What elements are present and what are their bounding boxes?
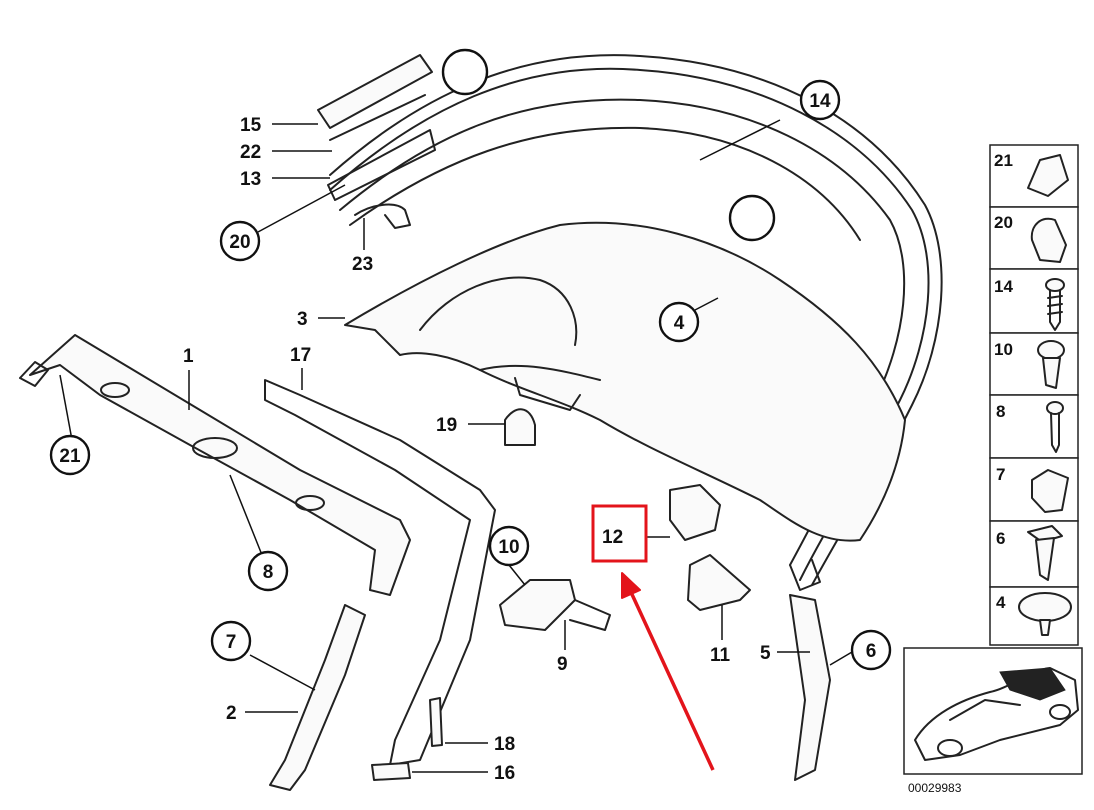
- label-23: 23: [352, 254, 373, 275]
- svg-text:14: 14: [809, 91, 831, 112]
- clip-16: [371, 762, 411, 781]
- bracket-11: [687, 554, 751, 611]
- label-18: 18: [494, 734, 515, 755]
- label-16: 16: [494, 763, 515, 784]
- legend-item-8: 8: [996, 402, 1005, 421]
- bracket-12: [669, 484, 721, 541]
- header-panel-1: [19, 334, 411, 596]
- label-19: 19: [436, 415, 457, 436]
- svg-text:10: 10: [498, 537, 519, 558]
- label-5: 5: [760, 643, 771, 664]
- callout-20: 20: [219, 220, 261, 262]
- screw-8-icon: [1046, 401, 1064, 453]
- clip-18: [429, 697, 443, 747]
- hinge-9: [499, 579, 611, 631]
- highlight-box: [591, 504, 648, 563]
- svg-text:21: 21: [59, 446, 81, 467]
- clip-7-icon: [1031, 469, 1069, 513]
- expansion-nut-10-icon: [1037, 340, 1065, 389]
- legend-item-21: 21: [994, 151, 1013, 170]
- svg-text:8: 8: [263, 562, 274, 583]
- label-22: 22: [240, 142, 261, 163]
- label-11: 11: [710, 645, 731, 666]
- catalog-number: 00029983: [908, 781, 962, 795]
- legend-item-7: 7: [996, 465, 1005, 484]
- highlight-arrow: [621, 572, 715, 771]
- legend-item-20: 20: [994, 213, 1013, 232]
- clip-20-icon: [1030, 217, 1067, 263]
- svg-text:4: 4: [674, 313, 685, 334]
- strip-parts: [317, 54, 436, 229]
- label-1: 1: [183, 346, 194, 367]
- rear-shelf-3: [344, 221, 906, 542]
- label-17: 17: [290, 345, 311, 366]
- detail-circle-check: [728, 194, 776, 242]
- svg-text:20: 20: [229, 232, 250, 253]
- callout-14: 14: [799, 79, 841, 121]
- legend-item-10: 10: [994, 340, 1013, 359]
- car-thumbnail: [903, 647, 1083, 775]
- leader-lines: [59, 119, 853, 773]
- callout-4: 4: [658, 301, 700, 343]
- legend-panel: 21 20 14 10 8 7 6 4: [989, 144, 1079, 646]
- label-9: 9: [557, 654, 568, 675]
- label-15: 15: [240, 115, 262, 136]
- screw-14-icon: [1045, 278, 1065, 331]
- trim-5: [789, 594, 831, 781]
- callout-6: 6: [850, 629, 892, 671]
- legend-item-4: 4: [996, 593, 1006, 612]
- label-2: 2: [226, 703, 237, 724]
- label-13: 13: [240, 169, 261, 190]
- svg-text:6: 6: [866, 641, 877, 662]
- legend-item-14: 14: [994, 277, 1013, 296]
- plug-4-icon: [1018, 592, 1072, 636]
- callout-21: 21: [49, 434, 91, 476]
- label-3: 3: [297, 309, 308, 330]
- bracket-19: [504, 408, 536, 446]
- label-12: 12: [602, 527, 623, 548]
- clip-21-icon: [1027, 154, 1069, 197]
- callout-7: 7: [210, 620, 252, 662]
- highlighted-label-12[interactable]: 12: [591, 504, 648, 563]
- legend-item-6: 6: [996, 529, 1005, 548]
- detail-circle-clip: [441, 48, 489, 96]
- clip-6-icon: [1027, 525, 1063, 581]
- pillar-trim-2: [269, 604, 366, 791]
- svg-text:7: 7: [226, 632, 237, 653]
- callout-10: 10: [488, 525, 530, 567]
- callout-8: 8: [247, 550, 289, 592]
